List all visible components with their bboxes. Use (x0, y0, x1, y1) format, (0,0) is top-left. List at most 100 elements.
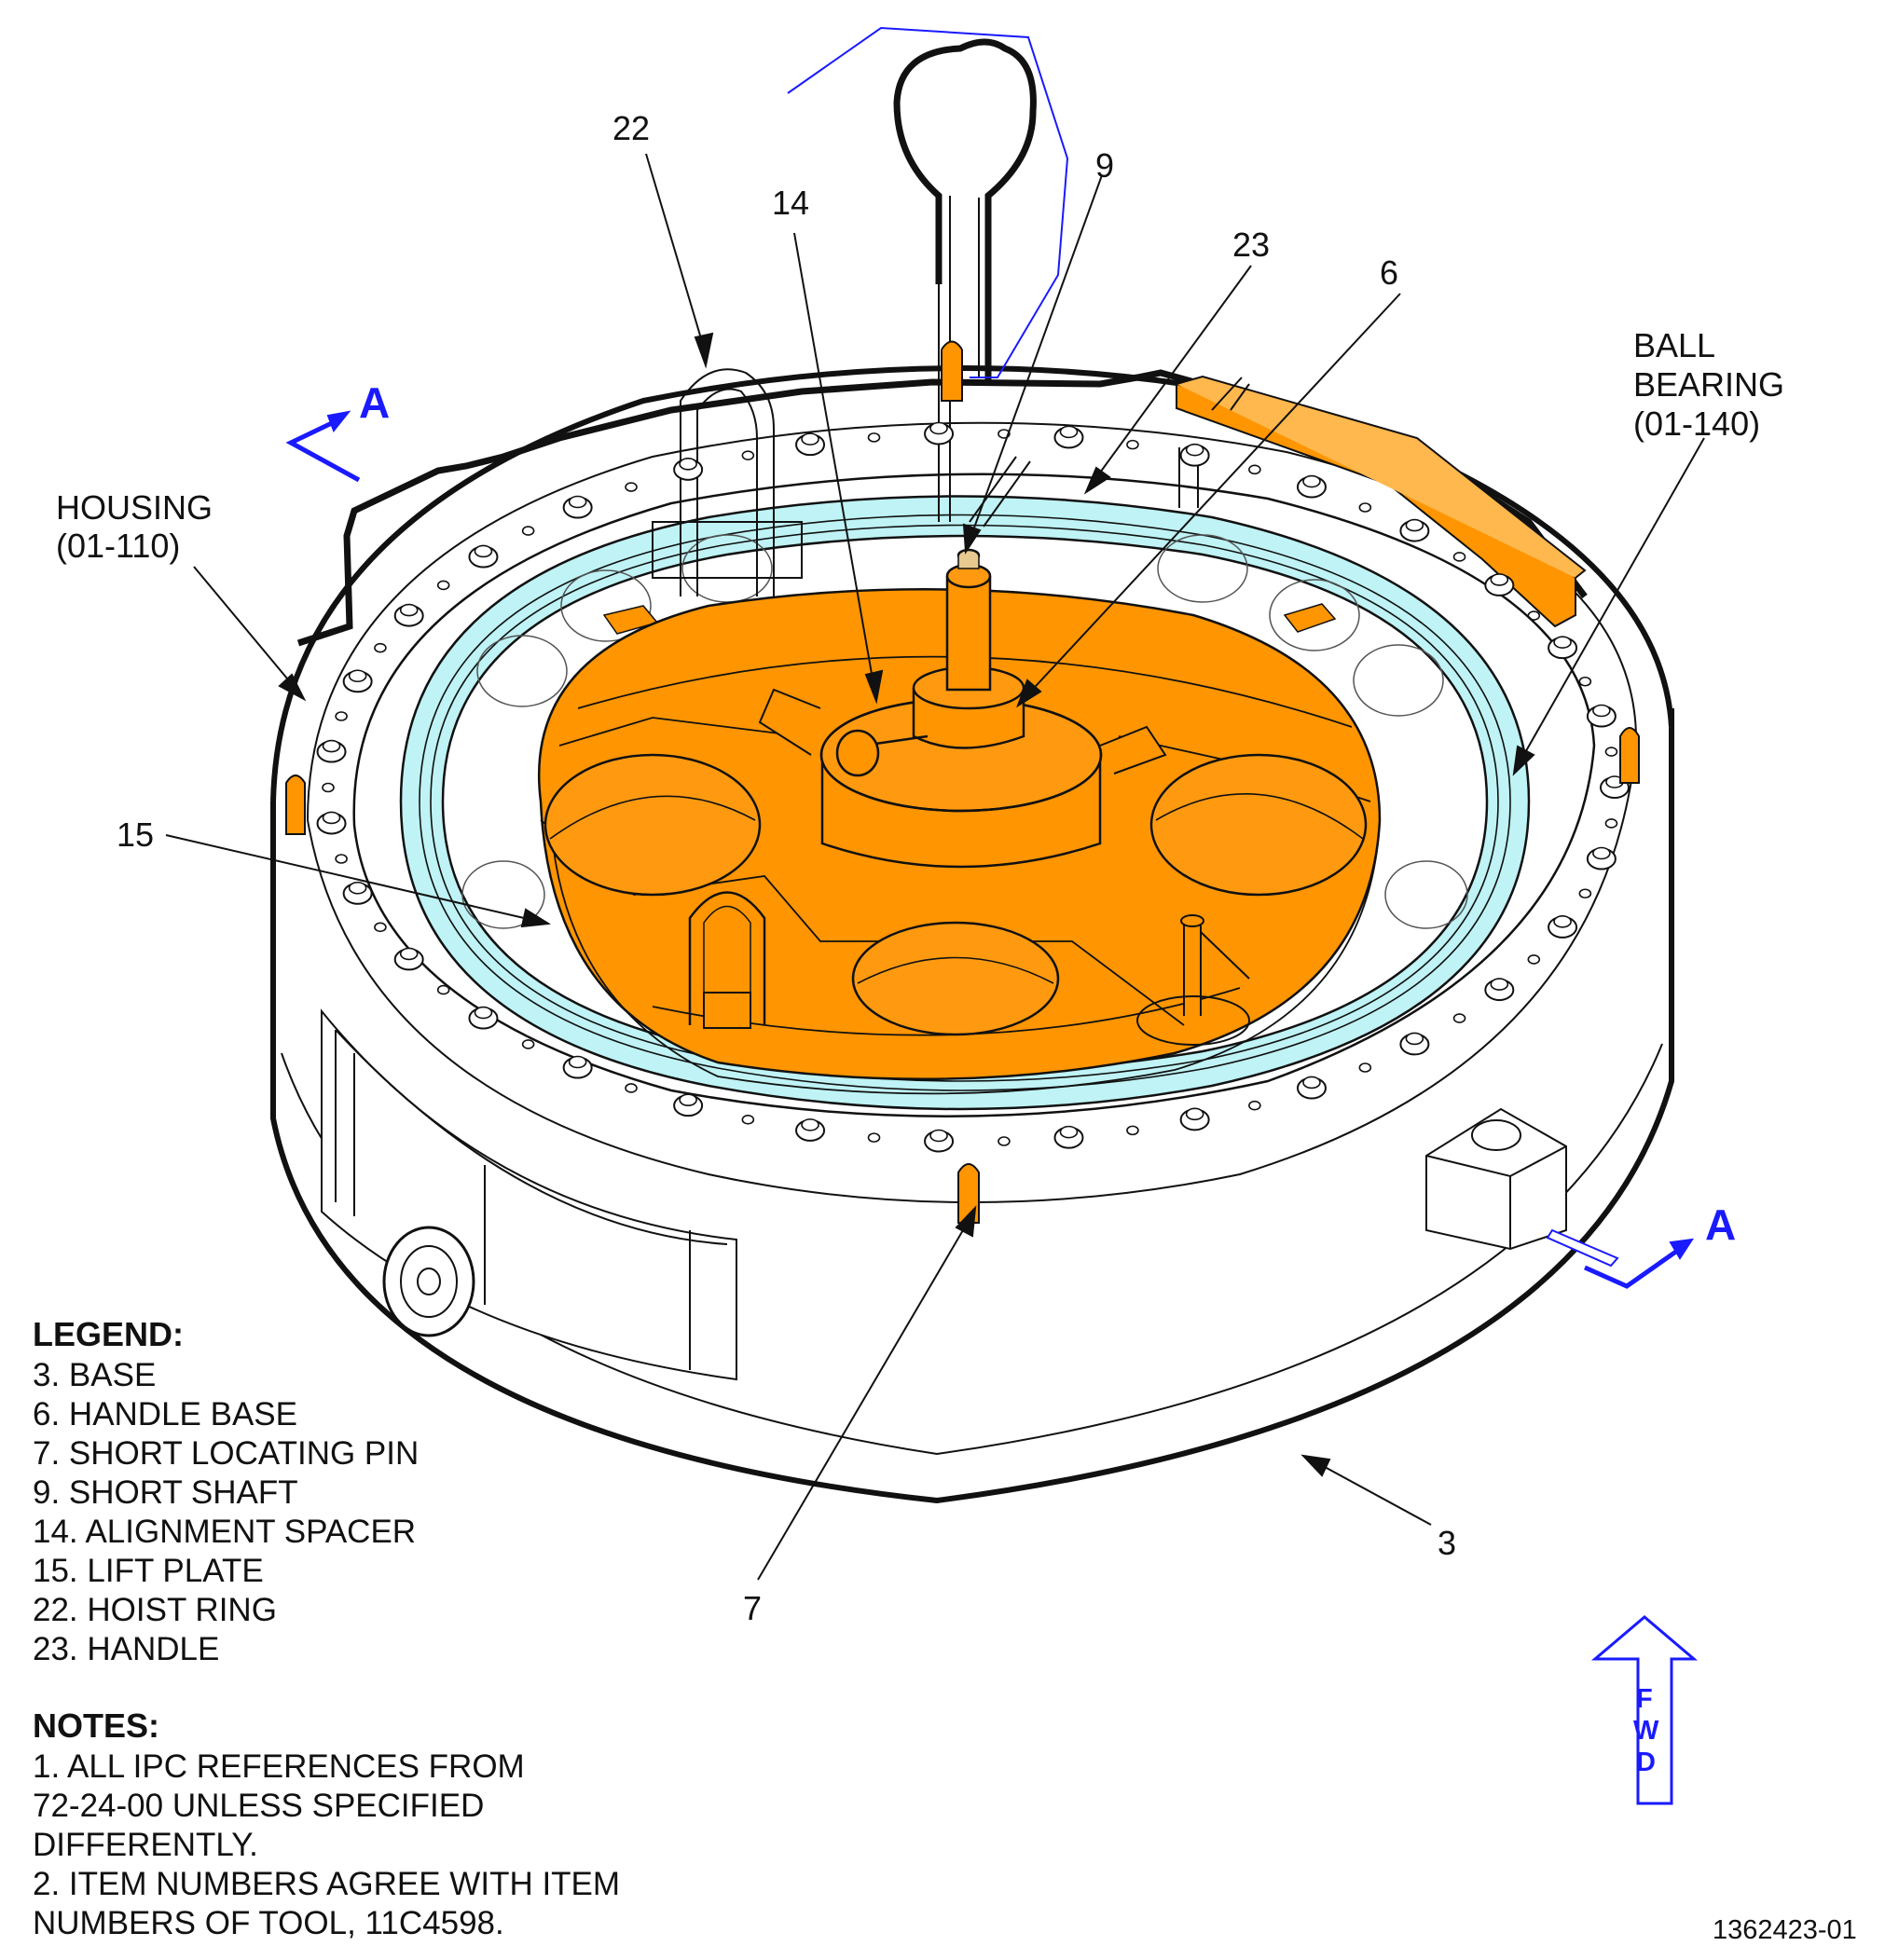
bolt-hole (335, 711, 348, 721)
handle (787, 26, 1069, 528)
alignment-spacer (758, 688, 1167, 869)
bolt (468, 544, 499, 569)
note-line: 72-24-00 UNLESS SPECIFIED (33, 1788, 484, 1824)
fwd-letter-w: W (1633, 1716, 1659, 1746)
bolt-hole (1126, 1125, 1139, 1136)
bolt-hole (1248, 464, 1261, 475)
callout-7: 7 (743, 1589, 762, 1627)
bolt-hole (1578, 888, 1592, 899)
hoist-ring (652, 368, 803, 596)
bolt-hole (625, 482, 638, 492)
callout-23: 23 (1232, 226, 1270, 264)
bolt (562, 1055, 593, 1079)
notes: NOTES: 1. ALL IPC REFERENCES FROM 72-24-… (33, 1706, 620, 1941)
notes-lines: 1. ALL IPC REFERENCES FROM 72-24-00 UNLE… (33, 1748, 620, 1941)
bolt (1484, 573, 1515, 596)
bolt-hole (741, 450, 755, 460)
bolt-hole (1604, 747, 1618, 757)
notes-title: NOTES: (33, 1706, 159, 1745)
housing-label-line-2: (01-110) (56, 527, 180, 565)
callout-15: 15 (117, 816, 154, 854)
bolt (1399, 518, 1430, 542)
bolt (1548, 915, 1578, 939)
ball-bearing-label-line-2: BEARING (1633, 365, 1784, 404)
legend-item: 3. BASE (33, 1357, 156, 1393)
ball-bearing-label-line-1: BALL (1633, 326, 1715, 364)
bolt-hole (1126, 439, 1139, 450)
bolt (1296, 474, 1327, 499)
callout-22: 22 (612, 109, 650, 147)
legend-item: 14. ALIGNMENT SPACER (33, 1514, 416, 1550)
handle-pin (941, 340, 963, 402)
callout-6: 6 (1380, 254, 1398, 292)
bolt (342, 881, 373, 905)
note-line: 1. ALL IPC REFERENCES FROM (33, 1748, 525, 1785)
bolt-hole (521, 1039, 535, 1049)
ball-bearing-label-line-3: (01-140) (1633, 404, 1760, 443)
bolt (316, 739, 347, 763)
bolt (562, 495, 593, 519)
note-line: 2. ITEM NUMBERS AGREE WITH ITEM (33, 1866, 620, 1902)
legend-item: 23. HANDLE (33, 1631, 219, 1667)
bolt (468, 1006, 499, 1030)
handle-base (835, 665, 1025, 777)
bolt (1179, 1107, 1210, 1131)
callout-labels: 22 14 9 23 6 15 7 3 HOUSING (01-110) BAL… (56, 109, 1784, 1777)
bolt-hole (741, 1115, 755, 1125)
bolt (393, 947, 424, 971)
housing-label-line-1: HOUSING (56, 488, 213, 527)
bolt (924, 1129, 955, 1153)
bolt (393, 603, 424, 627)
locating-pins (285, 727, 1640, 1224)
bolt (342, 669, 373, 693)
section-mark-right (1546, 1228, 1695, 1289)
bolt (1179, 443, 1210, 467)
bolt-hole (625, 1083, 638, 1093)
bolt (1053, 1125, 1084, 1149)
bolt (1586, 846, 1617, 870)
bolt-hole (1604, 818, 1618, 829)
fwd-letter-d: D (1636, 1748, 1656, 1777)
legend-item: 9. SHORT SHAFT (33, 1474, 298, 1511)
fwd-letter-f: F (1636, 1684, 1653, 1714)
bolt (795, 1118, 826, 1142)
short-shaft (945, 548, 992, 692)
ball-bearing-ring (399, 495, 1531, 1111)
section-label-right: A (1705, 1200, 1736, 1249)
bolt-hole (1578, 676, 1592, 687)
section-mark-left (285, 410, 361, 483)
bolt-hole (998, 1136, 1011, 1146)
legend-item: 22. HOIST RING (33, 1592, 277, 1628)
bolt (673, 458, 704, 481)
bolt-hole (322, 782, 335, 793)
bolt (1296, 1076, 1327, 1100)
bolt-hole (867, 1132, 881, 1143)
bolt-hole (335, 854, 348, 864)
bolt-hole (374, 922, 387, 933)
leader-lines (165, 153, 1705, 1581)
forward-arrow (1590, 1615, 1699, 1805)
callout-3: 3 (1438, 1524, 1456, 1562)
legend-items: 3. BASE 6. HANDLE BASE 7. SHORT LOCATING… (33, 1357, 419, 1667)
bolt (924, 421, 955, 445)
flange-bolts (316, 421, 1630, 1153)
bolt-hole (436, 580, 450, 591)
legend-item: 15. LIFT PLATE (33, 1553, 264, 1589)
bolt-hole (1358, 502, 1372, 513)
bolt-hole (1527, 954, 1541, 965)
legend-title: LEGEND: (33, 1315, 184, 1353)
legend-item: 6. HANDLE BASE (33, 1396, 297, 1432)
bolt-hole (436, 984, 450, 995)
bolt (795, 432, 826, 457)
bolt (1586, 704, 1617, 728)
callout-14: 14 (772, 184, 809, 222)
bolt-hole (521, 526, 535, 536)
bolt-hole (1358, 1062, 1372, 1073)
bolt (1399, 1032, 1430, 1056)
bolt-hole (1248, 1100, 1261, 1111)
orange-guide-rail (1176, 375, 1587, 628)
bolt (1053, 425, 1084, 449)
bolt-hole (1452, 1013, 1466, 1023)
bolt-hole (374, 642, 387, 653)
